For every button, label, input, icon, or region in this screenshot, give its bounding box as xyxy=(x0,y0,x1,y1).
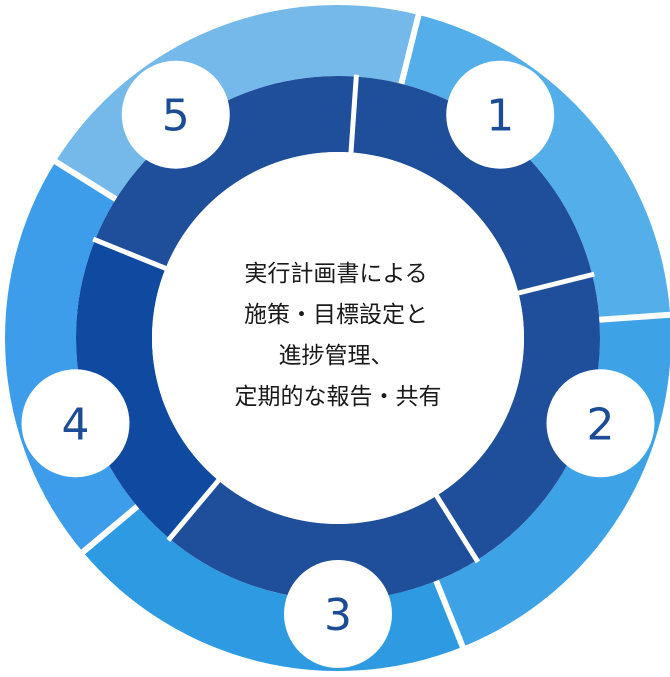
inner-divider-5 xyxy=(166,477,222,542)
step-number-5: 5 xyxy=(162,91,190,142)
center-text-line-3: 進捗管理、 xyxy=(279,343,394,369)
outer-divider-3 xyxy=(599,311,670,323)
inner-ring xyxy=(76,76,601,600)
inner-divider-2 xyxy=(348,74,359,155)
step-badge-5 xyxy=(121,60,230,169)
segment-dividers xyxy=(48,8,670,654)
center-text-line-1: 実行計画書による xyxy=(244,261,427,287)
step-badge-4 xyxy=(21,369,130,478)
inner-divider-1 xyxy=(92,236,169,272)
inner-divider-3 xyxy=(515,271,595,296)
step-number-3: 3 xyxy=(324,590,352,641)
step-badges: 1 2 3 4 5 xyxy=(21,60,655,668)
inner-segment-5 xyxy=(76,239,219,539)
center-text-line-4: 定期的な報告・共有 xyxy=(235,384,442,410)
inner-segment-3 xyxy=(436,274,601,561)
step-badge-1 xyxy=(446,60,555,169)
center-text: 実行計画書による 施策・目標設定と 進捗管理、 定期的な報告・共有 xyxy=(235,261,442,410)
center-text-line-2: 施策・目標設定と xyxy=(244,302,428,328)
inner-segment-2 xyxy=(350,76,593,293)
outer-divider-4 xyxy=(433,579,468,654)
step-badge-2 xyxy=(546,369,655,478)
outer-divider-1 xyxy=(48,155,118,202)
step-number-2: 2 xyxy=(586,399,614,450)
outer-divider-2 xyxy=(398,8,423,85)
center-disc xyxy=(152,152,524,524)
step-badge-3 xyxy=(284,560,392,668)
inner-divider-4 xyxy=(433,492,481,564)
step-number-1: 1 xyxy=(486,91,514,142)
step-number-4: 4 xyxy=(62,399,90,450)
inner-segment-4 xyxy=(169,480,477,600)
inner-segment-1 xyxy=(95,76,357,269)
outer-divider-5 xyxy=(76,504,140,559)
